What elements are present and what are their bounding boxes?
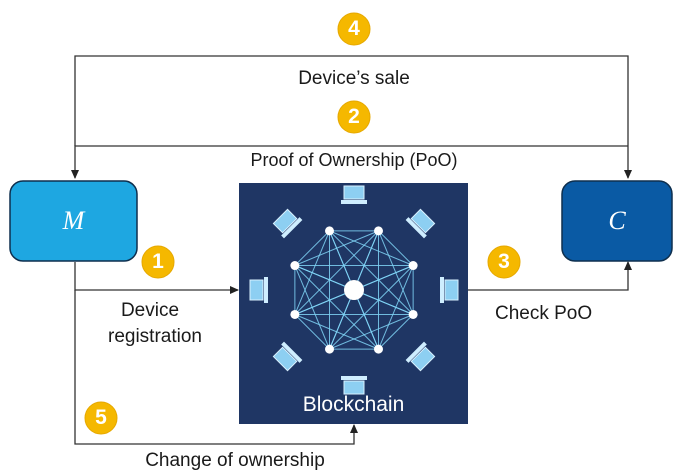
computer-icon	[440, 277, 459, 303]
step-1-badge	[141, 245, 175, 279]
step-3-number: 3	[498, 250, 510, 273]
connectors	[71, 55, 632, 445]
network-node	[325, 226, 335, 236]
sale-connector	[74, 55, 632, 179]
ownership-connector	[74, 290, 358, 445]
network-spoke	[294, 265, 355, 291]
network-spoke	[353, 230, 379, 291]
computer-icon	[341, 185, 367, 204]
step-4-number: 4	[348, 17, 360, 40]
blockchain-network	[249, 185, 459, 395]
network-link	[294, 314, 330, 350]
network-link	[294, 230, 379, 315]
computer-icon	[249, 277, 268, 303]
step-2-number: 2	[348, 105, 360, 128]
blockchain-label: Blockchain	[302, 393, 405, 416]
network-link	[329, 230, 414, 315]
sale-label: Device’s sale	[298, 68, 410, 89]
network-link	[329, 230, 414, 266]
network-spoke	[353, 289, 379, 350]
network-node	[325, 344, 335, 354]
manufacturer-label: M	[62, 206, 85, 235]
network-node	[290, 261, 300, 271]
network-link	[294, 230, 330, 266]
network-hub	[344, 280, 364, 300]
manufacturer-box	[9, 180, 138, 262]
check-poo-label: Check PoO	[495, 303, 593, 324]
check-connector	[468, 261, 632, 291]
step-4-badge	[337, 12, 371, 46]
poo-connector	[71, 145, 628, 179]
computer-icon	[405, 208, 436, 239]
network-spoke	[329, 230, 355, 291]
network-link	[329, 265, 414, 350]
step-3-badge	[487, 245, 521, 279]
customer-label: C	[608, 206, 626, 235]
network-link	[378, 314, 414, 350]
network-link	[294, 265, 379, 350]
poo-label: Proof of Ownership (PoO)	[250, 150, 458, 170]
network-spoke	[329, 289, 355, 350]
network-link	[378, 230, 414, 266]
network-node	[373, 344, 383, 354]
registration-label-line-1: Device	[120, 300, 180, 321]
network-node	[408, 261, 418, 271]
change-of-ownership-label: Change of ownership	[145, 450, 325, 471]
network-spoke	[294, 289, 355, 315]
step-5-number: 5	[95, 406, 107, 429]
step-1-number: 1	[152, 250, 164, 273]
registration-label-line-2: registration	[108, 326, 202, 347]
network-node	[290, 309, 300, 319]
computer-icon	[272, 341, 303, 372]
network-node	[408, 309, 418, 319]
network-spoke	[353, 265, 414, 291]
customer-box	[561, 180, 673, 262]
step-5-badge	[84, 401, 118, 435]
network-spoke	[353, 289, 414, 315]
computer-icon	[272, 208, 303, 239]
network-node	[373, 226, 383, 236]
computer-icon	[341, 376, 367, 395]
step-2-badge	[337, 100, 371, 134]
computer-icon	[405, 341, 436, 372]
